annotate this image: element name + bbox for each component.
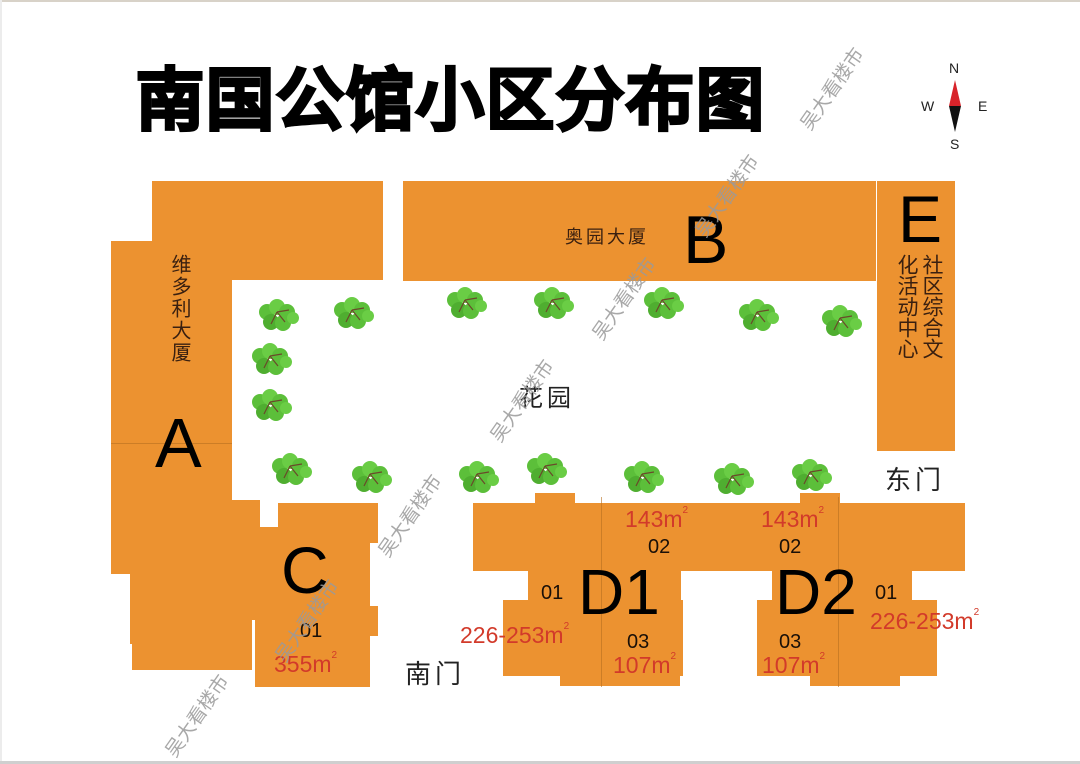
building-a-step <box>130 574 142 644</box>
building-d1-bottom <box>503 600 683 676</box>
tree-icon <box>251 342 293 376</box>
building-d2-unit-01-area: 226-253m2 <box>870 607 980 634</box>
tree-icon <box>791 458 833 492</box>
building-c-unit-01-area: 355m2 <box>274 650 338 677</box>
building-d1-unit-01: 01 <box>541 582 564 604</box>
compass-north-label: N <box>949 60 960 76</box>
tree-icon <box>738 298 780 332</box>
building-d1-top-bump <box>535 493 575 505</box>
building-d2-top <box>720 503 965 571</box>
building-d1-letter: D1 <box>578 556 660 628</box>
tree-icon <box>258 298 300 332</box>
tree-icon <box>458 460 500 494</box>
building-d1-unit-03-area: 107m2 <box>613 651 677 678</box>
building-e-name-col1: 社区综合文 <box>920 254 944 359</box>
building-a-name: 维多利大厦 <box>168 254 192 364</box>
building-d2-base <box>810 670 900 686</box>
compass-needle-icon <box>949 80 961 132</box>
building-a-divider <box>111 443 232 444</box>
building-c-main <box>255 527 370 687</box>
building-d1-middle <box>528 568 681 604</box>
tree-icon <box>251 388 293 422</box>
building-d2-middle <box>772 568 912 604</box>
south-gate-label: 南门 <box>405 660 466 690</box>
building-c-unit-01: 01 <box>300 620 323 642</box>
building-d1-base <box>560 670 680 686</box>
building-e-letter: E <box>898 182 943 256</box>
building-a-lower <box>111 444 232 574</box>
building-d2-letter: D2 <box>775 556 857 628</box>
building-c-letter: C <box>281 533 329 607</box>
tree-icon <box>821 304 863 338</box>
frame-border-bottom <box>0 761 1080 764</box>
building-d2-unit-01: 01 <box>875 582 898 604</box>
compass-east-label: E <box>978 98 988 114</box>
building-c-bump <box>366 606 378 636</box>
tree-icon <box>713 462 755 496</box>
tree-icon <box>623 460 665 494</box>
building-a-letter: A <box>155 404 202 482</box>
tree-icon <box>526 452 568 486</box>
building-e-block <box>877 181 955 451</box>
map-title: 南国公馆小区分布图 <box>134 61 767 143</box>
building-d2-top-bump <box>800 493 840 505</box>
frame-border-left <box>0 0 2 764</box>
building-d2-bottom <box>757 600 937 676</box>
tree-icon <box>271 452 313 486</box>
building-d2-unit-02: 02 <box>779 536 802 558</box>
frame-border-top <box>0 0 1080 2</box>
compass-south-label: S <box>950 136 960 152</box>
building-b-block <box>403 181 876 281</box>
building-d1-top <box>473 503 720 571</box>
tree-icon <box>643 286 685 320</box>
tree-icon <box>351 460 393 494</box>
building-d2-unit-03-area: 107m2 <box>762 651 826 678</box>
building-d1-divider <box>601 497 602 687</box>
tree-icon <box>533 286 575 320</box>
building-a-main <box>111 241 232 444</box>
tree-icon <box>446 286 488 320</box>
building-b-name: 奥园大厦 <box>565 227 649 248</box>
building-e-name-col2: 化活动中心 <box>895 254 919 359</box>
compass: N W E S <box>915 60 995 155</box>
east-gate-label: 东门 <box>885 466 946 496</box>
compass-west-label: W <box>921 98 935 114</box>
watermark: 吴大看楼市 <box>161 670 234 762</box>
building-d1-unit-02-area: 143m2 <box>625 505 689 532</box>
building-b-letter: B <box>683 202 729 278</box>
building-d1-unit-01-area: 226-253m2 <box>460 621 570 648</box>
building-d1-unit-03: 03 <box>627 631 650 653</box>
building-d2-divider <box>838 497 839 687</box>
building-d2-unit-02-area: 143m2 <box>761 505 825 532</box>
building-d2-unit-03: 03 <box>779 631 802 653</box>
watermark: 吴大看楼市 <box>796 43 869 135</box>
garden-label: 花园 <box>519 384 575 412</box>
building-d1-unit-02: 02 <box>648 536 671 558</box>
tree-icon <box>333 296 375 330</box>
